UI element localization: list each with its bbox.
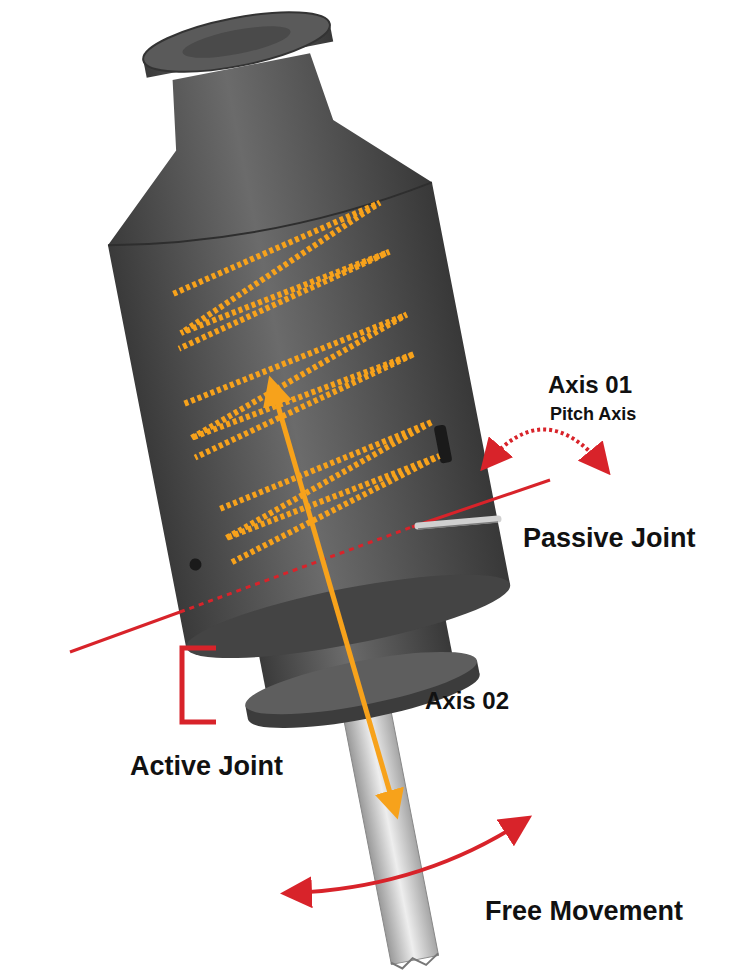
axis-arrow	[272, 385, 395, 810]
motion-label: Free Movement	[485, 897, 683, 927]
coil-pattern	[154, 201, 452, 566]
bracket	[182, 648, 216, 722]
joint-label: Active Joint	[130, 752, 283, 782]
axis-sublabel: Pitch Axis	[550, 405, 636, 425]
printed-part	[70, 0, 578, 973]
swing-arrow	[292, 822, 522, 893]
axis-label: Axis 01	[548, 372, 632, 398]
rotation-arrow	[488, 429, 603, 466]
pitch-axis-line	[412, 480, 550, 527]
joint-label: Passive Joint	[523, 524, 696, 554]
pin-shadow	[418, 522, 498, 529]
pitch-axis-hidden	[180, 527, 412, 612]
axis-label: Axis 02	[425, 688, 509, 714]
pitch-axis-line	[70, 612, 180, 652]
